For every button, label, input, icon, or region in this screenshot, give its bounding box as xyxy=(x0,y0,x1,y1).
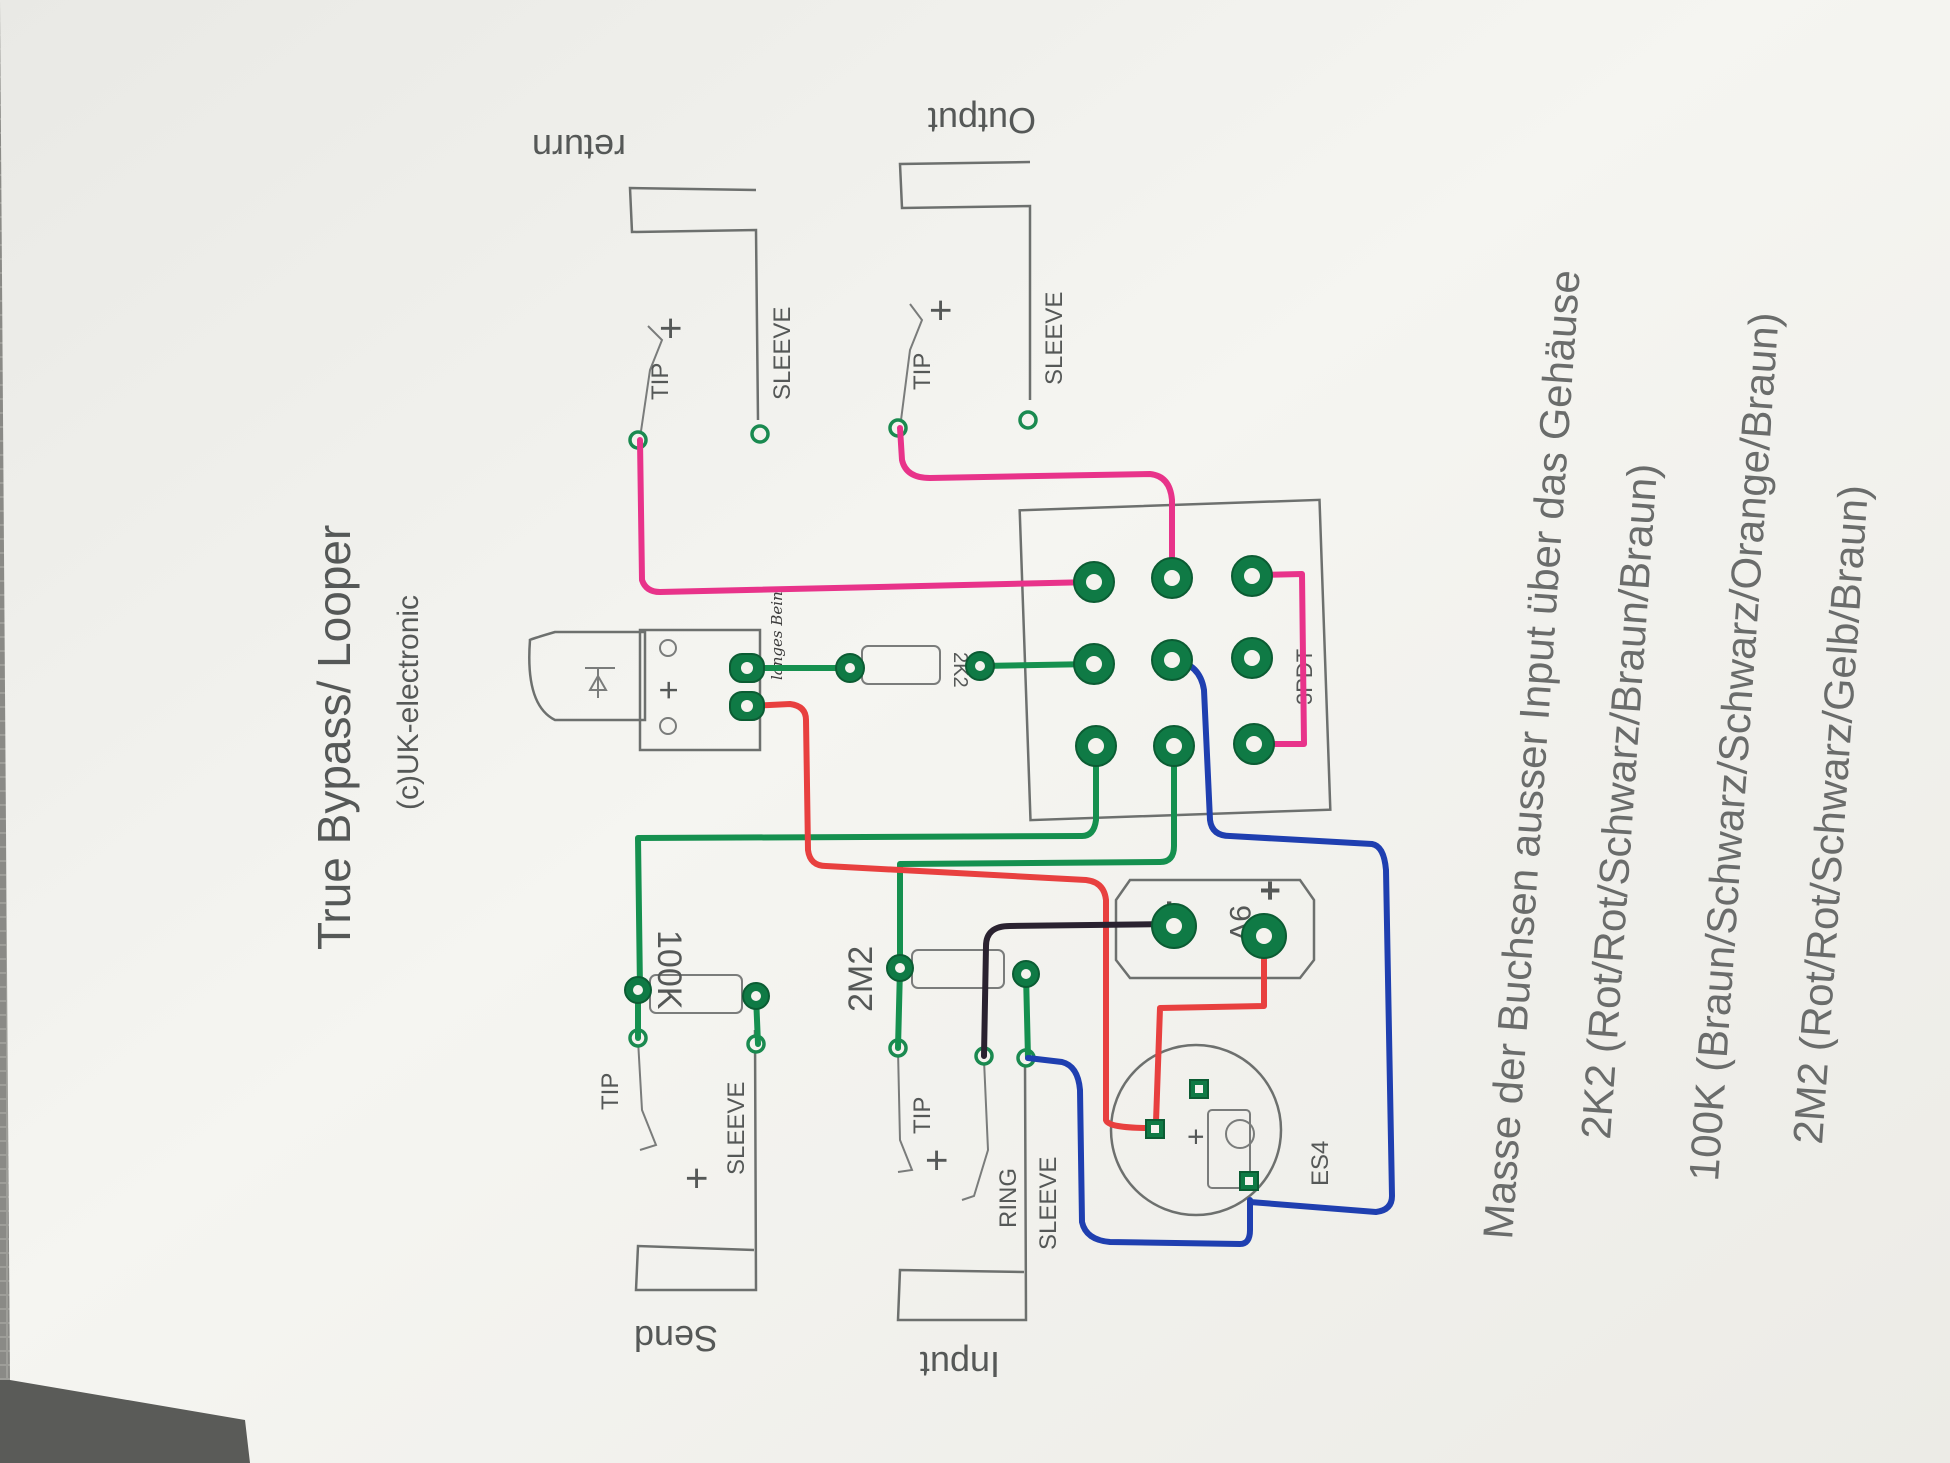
led-pin-ring-2 xyxy=(659,717,677,735)
wire-led-red xyxy=(745,701,1153,1131)
battery-outline xyxy=(1114,878,1316,980)
send-sleeve-label: SLEEVE xyxy=(723,1082,750,1175)
output-jack-body xyxy=(898,160,1032,400)
es4-plus: + xyxy=(1179,1128,1212,1146)
send-tip-contact xyxy=(637,1039,658,1151)
battery-plus-label: + xyxy=(1250,880,1291,901)
es4-label: ES4 xyxy=(1307,1141,1334,1186)
3pdt-pads xyxy=(1073,555,1275,767)
return-jack-label: return xyxy=(532,127,626,168)
wire-output-tip xyxy=(897,425,1175,581)
output-sleeve-label: SLEEVE xyxy=(1041,292,1068,385)
led: + langes Bein xyxy=(528,591,786,752)
output-tip-contact xyxy=(899,303,924,429)
es4-inner-box xyxy=(1207,1109,1251,1189)
es4-outline xyxy=(1109,1043,1283,1217)
send-tip-label: TIP xyxy=(597,1073,624,1110)
return-tip-contact xyxy=(639,325,664,439)
input-ring-label: RING xyxy=(995,1168,1022,1228)
return-tip-label: TIP xyxy=(647,363,674,400)
output-jack-label: Output xyxy=(928,100,1036,141)
led-note-handwritten: langes Bein xyxy=(768,591,786,680)
led-body-outline xyxy=(528,630,647,722)
send-jack-label: Send xyxy=(634,1318,718,1359)
diagram-title: True Bypass/ Looper xyxy=(308,525,360,950)
return-sleeve-label: SLEEVE xyxy=(769,307,796,400)
resistor-100k-label: 100K xyxy=(650,930,688,1010)
resistor-2m2-label: 2M2 xyxy=(842,946,880,1012)
led-holder-outline xyxy=(638,628,762,752)
input-sleeve-label: SLEEVE xyxy=(1035,1157,1062,1250)
return-sleeve-pad xyxy=(750,424,770,444)
send-plus-label: + xyxy=(675,1167,719,1190)
led-plus-label: + xyxy=(650,680,688,700)
wire-2m2-switch xyxy=(897,743,1177,971)
return-jack: return TIP + SLEEVE xyxy=(532,127,796,450)
battery-9v: 9V - + xyxy=(1114,878,1316,980)
led-diode-icon xyxy=(585,667,615,698)
input-jack: Input TIP + RING SLEEVE xyxy=(888,1038,1062,1385)
input-plus-label: + xyxy=(915,1149,959,1172)
pads xyxy=(624,555,1287,1191)
wire-3pdt-jumper xyxy=(1253,571,1307,747)
diagram-subtitle: (c)UK-electronic xyxy=(392,595,425,810)
wires xyxy=(635,425,1395,1247)
send-jack: Send TIP + SLEEVE xyxy=(597,1028,766,1359)
title-block: True Bypass/ Looper (c)UK-electronic xyxy=(308,525,425,950)
return-plus-label: + xyxy=(649,317,693,340)
resistor-2k2-label: 2K2 xyxy=(949,652,971,688)
output-plus-label: + xyxy=(919,299,963,322)
wire-send-tip-switch xyxy=(635,743,1099,993)
input-tip-contact xyxy=(897,1049,914,1173)
input-tip-label: TIP xyxy=(909,1097,936,1134)
led-pin-ring-1 xyxy=(659,639,677,657)
input-jack-label: Input xyxy=(920,1344,1000,1385)
output-sleeve-pad xyxy=(1018,410,1038,430)
es4-socket: + ES4 xyxy=(1109,1043,1334,1217)
wire-battery-minus-ring xyxy=(981,921,1177,1059)
send-jack-body xyxy=(634,1029,758,1292)
input-jack-body xyxy=(896,1059,1028,1322)
wire-2m2-sleeve xyxy=(1023,971,1031,1061)
es4-center-ring xyxy=(1225,1119,1255,1149)
wire-return-tip xyxy=(637,437,1097,595)
wire-switch-es4 xyxy=(1171,657,1395,1215)
output-tip-label: TIP xyxy=(909,353,936,390)
return-jack-body xyxy=(628,186,760,421)
input-ring-contact xyxy=(961,1059,990,1201)
wire-input-sleeve-es4 xyxy=(1025,1055,1253,1247)
wire-battery-plus-es4 xyxy=(1153,933,1267,1125)
